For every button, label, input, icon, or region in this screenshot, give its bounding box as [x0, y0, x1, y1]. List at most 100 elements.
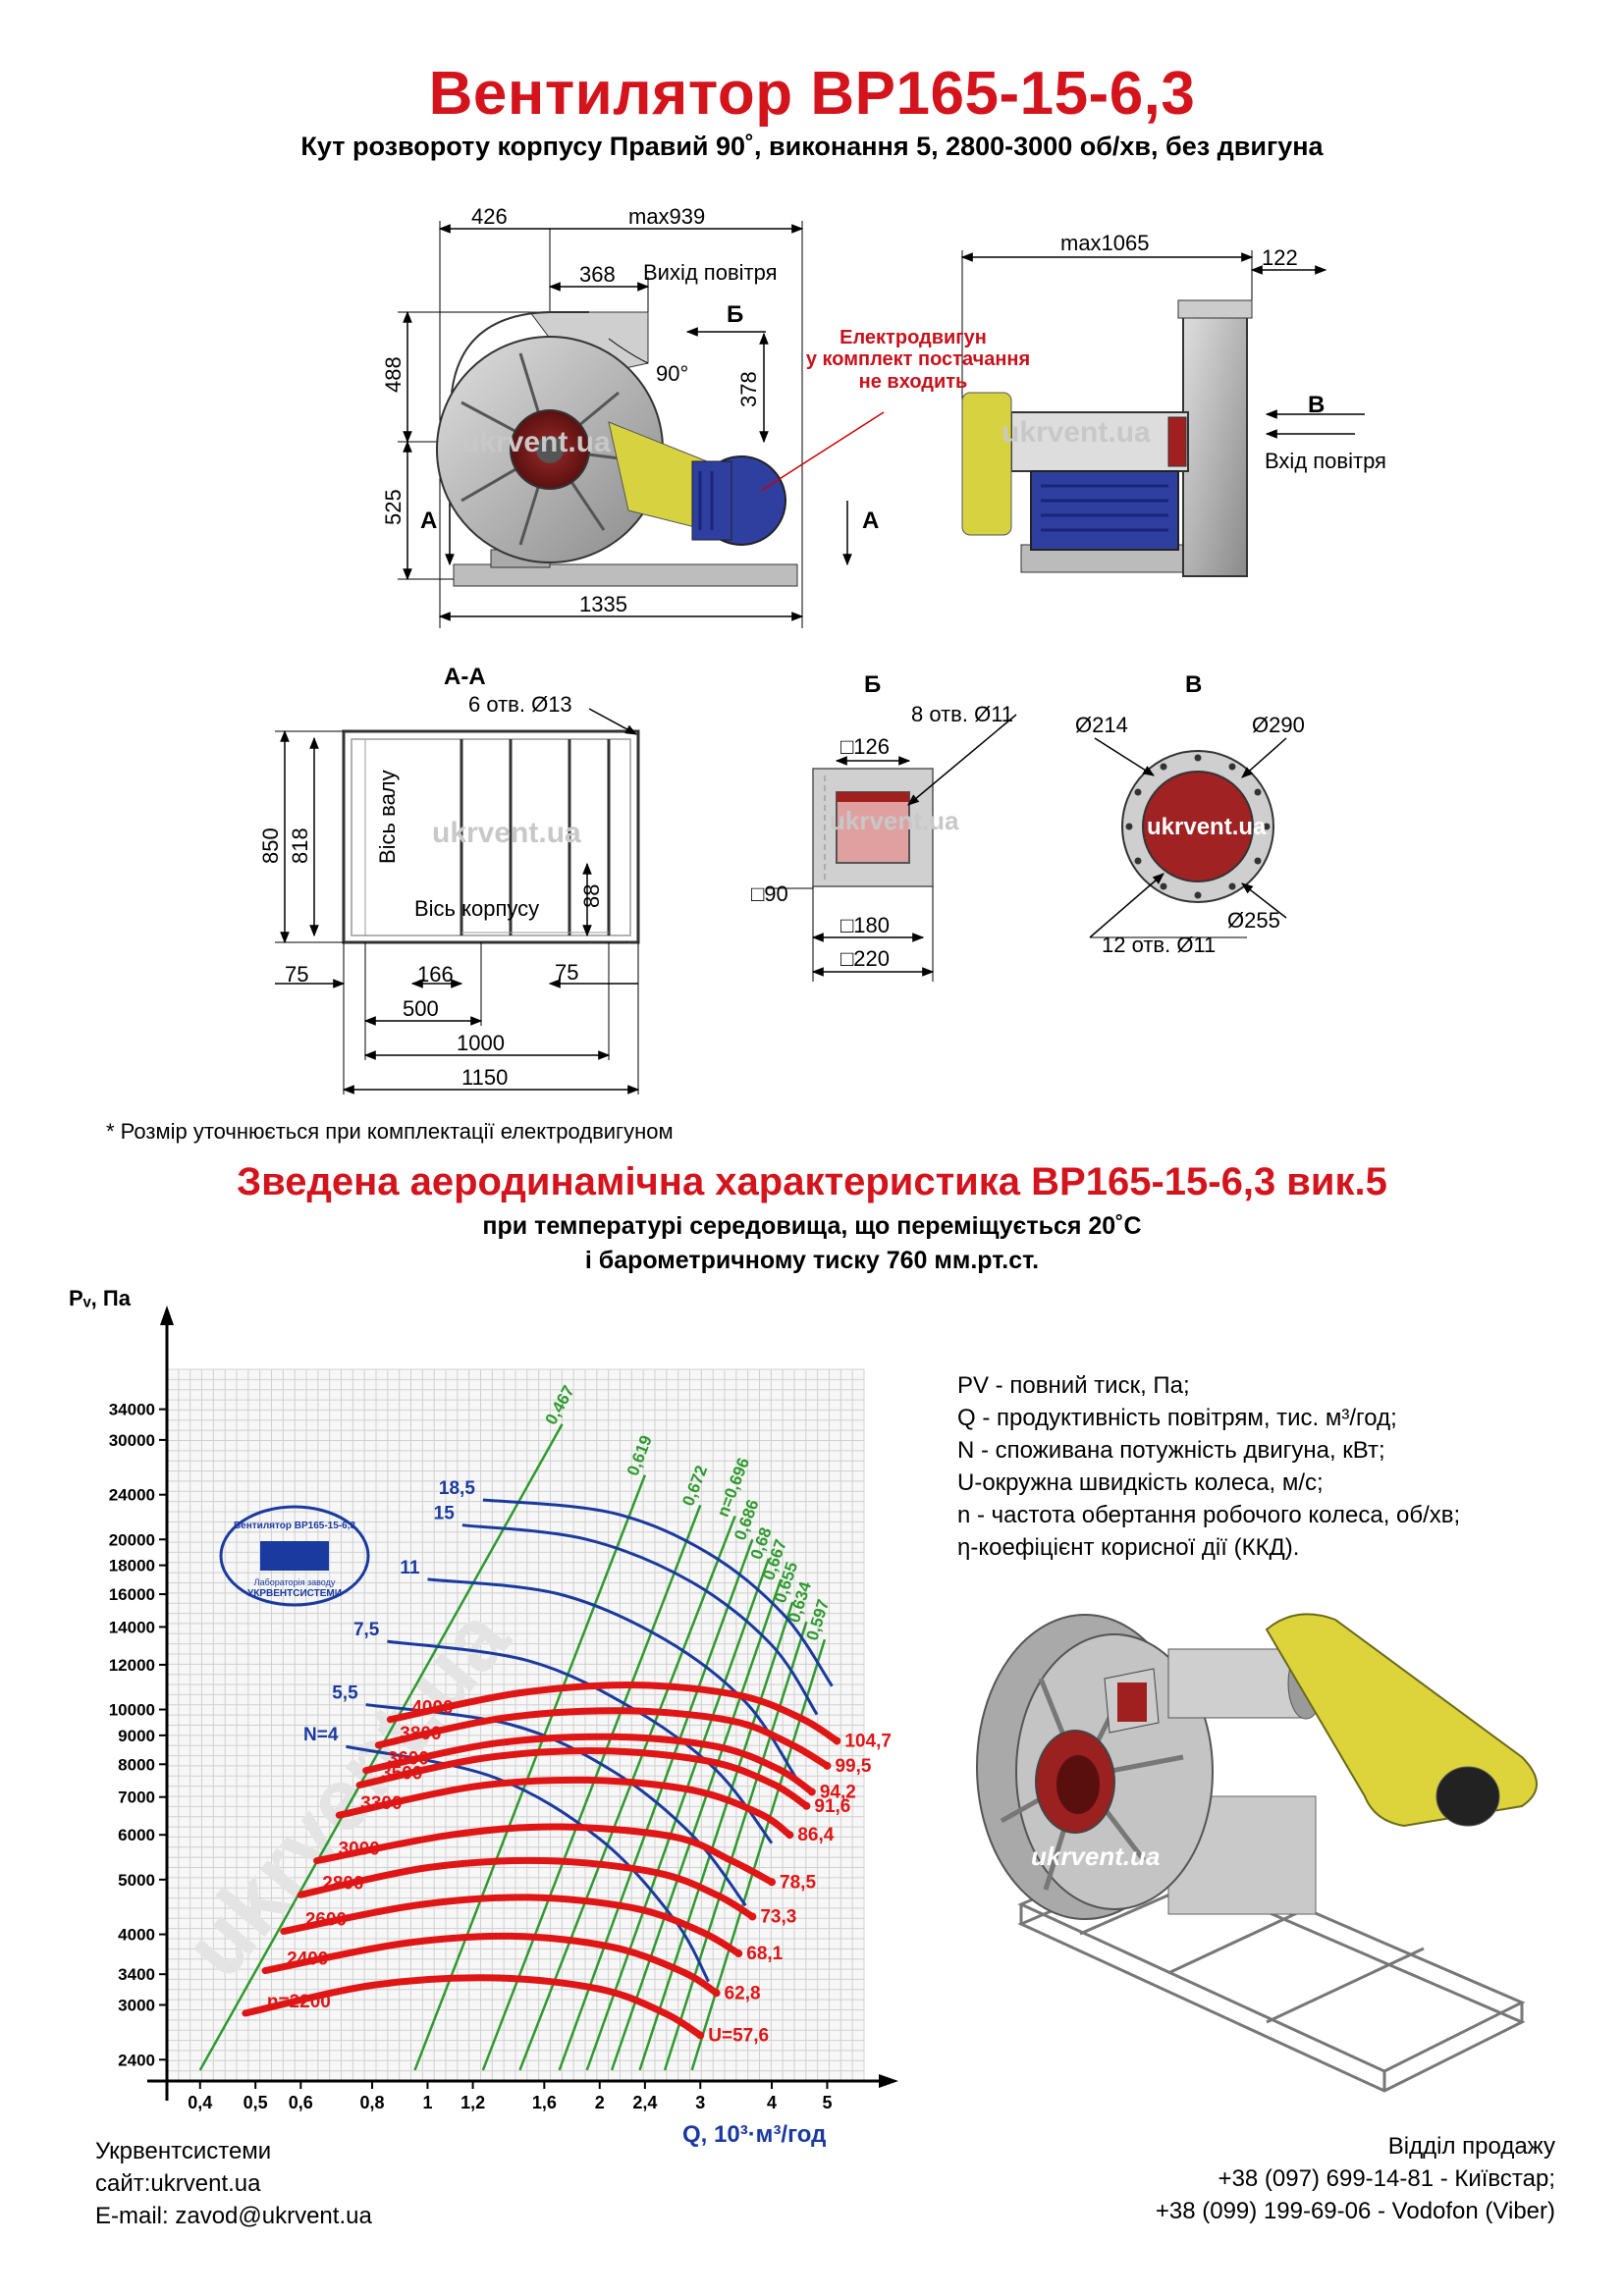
x-tick-label: 0,5 [244, 2093, 268, 2112]
y-tick-label: 12000 [109, 1656, 155, 1675]
front-view [398, 221, 885, 628]
dim-426: 426 [471, 204, 508, 229]
technical-drawings: 426 max939 368 Вихід повітря Б 90° 488 5… [258, 204, 1386, 1095]
fan-3d-render: ukrvent.ua [976, 1613, 1538, 2093]
speed-curve [242, 1974, 704, 2039]
speed-curve [355, 1747, 810, 1810]
email-link[interactable]: E-mail: zavod@ukrvent.ua [95, 2203, 372, 2229]
watermark-aa: ukrvent.ua [432, 817, 581, 849]
y-tick-label: 24000 [109, 1486, 155, 1505]
legend-n: N - споживана потужність двигуна, кВт; [957, 1437, 1385, 1464]
power-curve [427, 1577, 797, 1778]
rpm-label: 2400 [287, 1949, 328, 1970]
speed-curve [335, 1776, 793, 1839]
efficiency-line [690, 1638, 827, 2071]
rpm-label: 3800 [400, 1724, 441, 1744]
speed-curve [386, 1682, 840, 1744]
y-tick-label: 30000 [109, 1431, 155, 1450]
dim-166: 166 [417, 962, 454, 987]
motor-note-line1: Електродвигун [839, 327, 987, 348]
footnote: * Розмір уточнюється при комплектації ел… [106, 1119, 674, 1144]
dim-500: 500 [403, 996, 439, 1021]
speed-curve [297, 1856, 756, 1920]
rpm-label: 3600 [388, 1749, 429, 1770]
speed-curve [313, 1823, 776, 1886]
dim-75-right: 75 [555, 960, 578, 985]
logo-text-bottom: УКРВЕНТСИСТЕМИ [247, 1588, 342, 1599]
dim-220: □220 [840, 946, 890, 971]
x-tick-label: 0,4 [188, 2093, 212, 2112]
dim-90: □90 [751, 881, 788, 906]
power-label: 11 [400, 1558, 420, 1578]
efficiency-line [663, 1621, 808, 2071]
dim-max1065: max1065 [1060, 231, 1150, 255]
tip-speed-label: 73,3 [760, 1906, 796, 1927]
dim-1000: 1000 [457, 1031, 505, 1055]
rpm-label: 4000 [411, 1698, 453, 1719]
tip-speed-label: 94,2 [820, 1782, 856, 1802]
power-curve [461, 1523, 819, 1716]
x-tick-label: 0,8 [360, 2093, 385, 2112]
aero-subtitle-2: і барометричному тиску 760 мм.рт.ст. [584, 1247, 1040, 1274]
speed-curve-end [712, 1989, 721, 1998]
power-label: 7,5 [353, 1620, 380, 1640]
logo-text-top: Вентилятор ВР165-15-6,3 [234, 1521, 356, 1531]
efficiency-line [585, 1558, 771, 2071]
efficiency-line [638, 1601, 794, 2071]
dim-1150: 1150 [461, 1065, 508, 1090]
label-a-left: А [420, 507, 437, 534]
power-label: N=4 [303, 1725, 339, 1745]
x-axis-arrow [879, 2074, 898, 2088]
speed-curve-end [802, 1801, 811, 1810]
section-v-title: В [1185, 671, 1202, 698]
y-tick-label: 3000 [118, 1996, 155, 2014]
speed-curve-end [768, 1878, 777, 1887]
dim-850: 850 [258, 828, 283, 864]
x-tick-label: 1 [422, 2093, 432, 2112]
legend-q: Q - продуктивність повітрям, тис. м³/год… [957, 1405, 1397, 1431]
speed-curve-end [807, 1788, 816, 1796]
logo-oval [219, 1505, 370, 1607]
power-label: 5,5 [332, 1683, 358, 1704]
power-label: 15 [434, 1504, 456, 1524]
tip-speed-label: 91,6 [814, 1796, 850, 1817]
x-tick-label: 2 [595, 2093, 605, 2112]
section-aa-title: А-А [444, 664, 486, 690]
x-tick-label: 5 [822, 2093, 832, 2112]
y-axis-label: Pᵥ, Па [69, 1286, 132, 1310]
dim-255: Ø255 [1227, 908, 1280, 933]
page-subtitle: Кут розвороту корпусу Правий 90˚, викона… [300, 132, 1324, 161]
speed-curve-end [833, 1736, 841, 1745]
shaft-axis-label: Вісь валу [375, 770, 400, 864]
section-aa-drawing [275, 708, 640, 1095]
efficiency-line [413, 1474, 647, 2071]
y-tick-label: 8000 [118, 1755, 155, 1774]
phone-kyivstar[interactable]: +38 (097) 699-14-81 - Київстар; [1218, 2165, 1555, 2192]
x-tick-label: 0,6 [289, 2093, 313, 2112]
logo-fan-shape [260, 1541, 329, 1571]
x-tick-label: 3 [695, 2093, 705, 2112]
tip-speed-label: 104,7 [844, 1731, 892, 1751]
efficiency-line [610, 1578, 783, 2071]
rpm-label: 2800 [322, 1873, 363, 1894]
watermark-side: ukrvent.ua [1001, 416, 1151, 449]
website-link[interactable]: сайт:ukrvent.ua [95, 2170, 261, 2197]
legend-pv: PV - повний тиск, Па; [957, 1372, 1190, 1399]
dim-525: 525 [381, 489, 406, 525]
rpm-label: n=2200 [267, 1992, 331, 2012]
dim-368: 368 [579, 262, 616, 287]
section-v-drawing [1089, 737, 1287, 938]
motor-note-line3: не входить [859, 371, 968, 393]
y-tick-label: 2400 [118, 2051, 155, 2069]
watermark-v: ukrvent.ua [1147, 814, 1267, 840]
x-axis-label: Q, 10³·м³/год [682, 2121, 826, 2148]
sales-department: Відділ продажу [1387, 2133, 1555, 2160]
tip-speed-label: 68,1 [746, 1944, 783, 1964]
phone-vodafone[interactable]: +38 (099) 199-69-06 - Vodofon (Viber) [1155, 2198, 1555, 2224]
speed-curve-end [748, 1912, 757, 1921]
dim-378: 378 [736, 371, 761, 407]
dim-290: Ø290 [1252, 713, 1305, 737]
dim-75-left: 75 [285, 962, 308, 987]
tip-speed-label: 99,5 [835, 1756, 871, 1777]
y-tick-label: 34000 [109, 1401, 155, 1419]
